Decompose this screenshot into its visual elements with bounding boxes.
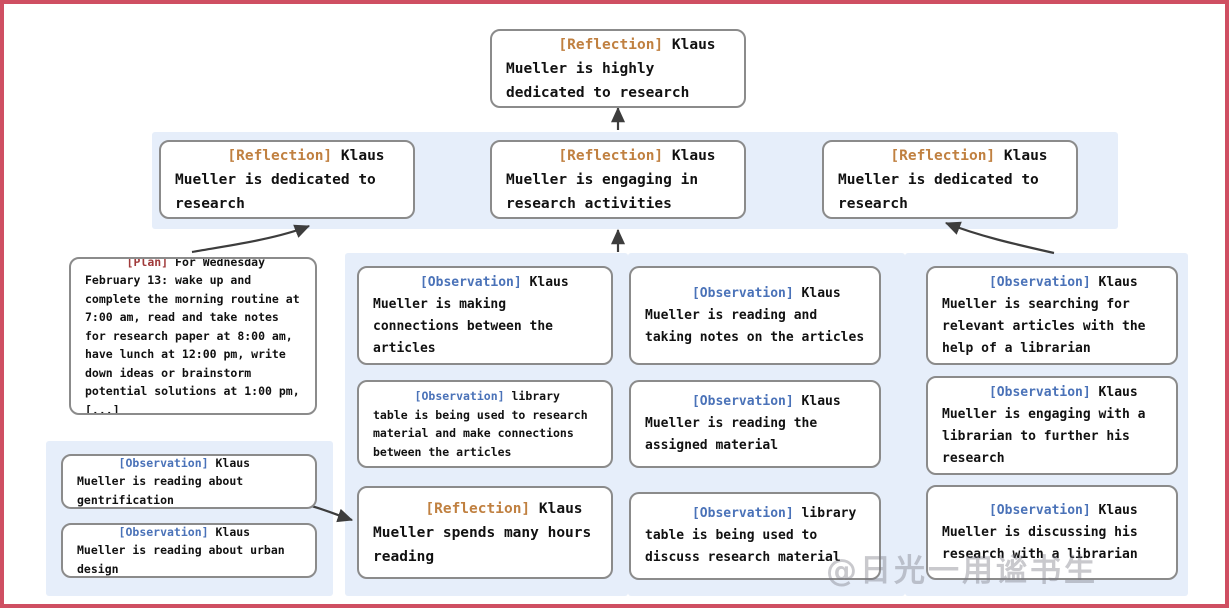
tag-reflection: [Reflection] <box>890 147 996 164</box>
tag-observation: [Observation] <box>118 455 209 470</box>
tag-observation: [Observation] <box>118 524 209 539</box>
node-text: Klaus Mueller is discussing his research… <box>942 502 1146 562</box>
node-col3-observation-1[interactable]: [Observation] Klaus Mueller is searching… <box>926 266 1178 365</box>
tag-observation: [Observation] <box>414 389 505 403</box>
node-col2-observation-1[interactable]: [Observation] Klaus Mueller is reading a… <box>629 266 881 365</box>
node-left-observation-2[interactable]: [Observation] Klaus Mueller is reading a… <box>61 523 317 578</box>
tag-reflection: [Reflection] <box>425 500 531 517</box>
node-left-observation-1[interactable]: [Observation] Klaus Mueller is reading a… <box>61 454 317 509</box>
node-col2-observation-2[interactable]: [Observation] Klaus Mueller is reading t… <box>629 380 881 468</box>
node-plan[interactable]: [Plan] For Wednesday February 13: wake u… <box>69 257 317 415</box>
node-col3-observation-2[interactable]: [Observation] Klaus Mueller is engaging … <box>926 376 1178 475</box>
tag-observation: [Observation] <box>691 285 794 301</box>
tag-observation: [Observation] <box>691 394 794 409</box>
node-text: Klaus Mueller is making connections betw… <box>373 274 577 356</box>
node-col1-observation-2[interactable]: [Observation] library table is being use… <box>357 380 613 468</box>
node-text: For Wednesday February 13: wake up and c… <box>85 257 307 415</box>
node-col1-reflection[interactable]: [Reflection] Klaus Mueller spends many h… <box>357 486 613 579</box>
node-col1-observation-1[interactable]: [Observation] Klaus Mueller is making co… <box>357 266 613 365</box>
node-col3-observation-3[interactable]: [Observation] Klaus Mueller is discussin… <box>926 485 1178 580</box>
node-text: Klaus Mueller is reading about urban des… <box>77 524 292 576</box>
node-text: Klaus Mueller is dedicated to research <box>838 147 1057 212</box>
tag-observation: [Observation] <box>988 502 1091 518</box>
tag-reflection: [Reflection] <box>558 36 664 53</box>
tag-plan: [Plan] <box>126 257 169 269</box>
node-text: Klaus Mueller is searching for relevant … <box>942 274 1154 356</box>
tag-observation: [Observation] <box>988 274 1091 290</box>
node-text: Klaus Mueller is dedicated to research <box>175 147 394 212</box>
tag-observation: [Observation] <box>988 384 1091 400</box>
node-text: Klaus Mueller is engaging with a librari… <box>942 384 1154 466</box>
node-text: Klaus Mueller is highly dedicated to res… <box>506 36 725 101</box>
node-text: Klaus Mueller is reading the assigned ma… <box>645 394 849 453</box>
node-text: library table is being used to research … <box>373 389 595 459</box>
node-text: library table is being used to discuss r… <box>645 506 865 565</box>
node-text: Klaus Mueller is reading and taking note… <box>645 285 865 345</box>
tag-observation: [Observation] <box>419 274 522 290</box>
node-text: Klaus Mueller is reading about gentrific… <box>77 455 258 507</box>
node-text: Klaus Mueller spends many hours reading <box>373 500 600 565</box>
node-col2-observation-3[interactable]: [Observation] library table is being use… <box>629 492 881 580</box>
node-reflection-left[interactable]: [Reflection] Klaus Mueller is dedicated … <box>159 140 415 219</box>
tag-reflection: [Reflection] <box>227 147 333 164</box>
tag-reflection: [Reflection] <box>558 147 664 164</box>
node-text: Klaus Mueller is engaging in research ac… <box>506 147 725 212</box>
node-root-reflection[interactable]: [Reflection] Klaus Mueller is highly ded… <box>490 29 746 108</box>
tag-observation: [Observation] <box>691 506 794 521</box>
node-reflection-right[interactable]: [Reflection] Klaus Mueller is dedicated … <box>822 140 1078 219</box>
node-reflection-middle[interactable]: [Reflection] Klaus Mueller is engaging i… <box>490 140 746 219</box>
